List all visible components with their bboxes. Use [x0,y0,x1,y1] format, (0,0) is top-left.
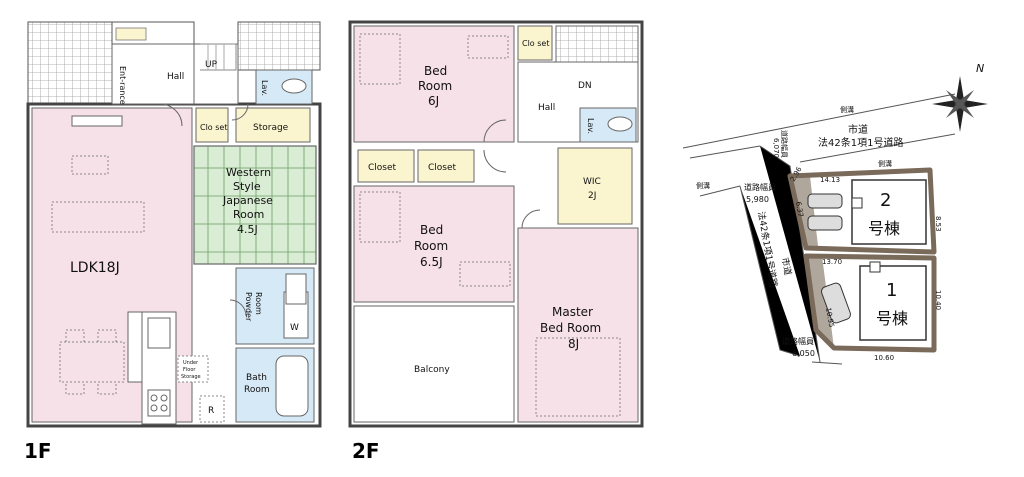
label-western-3: Japanese [222,194,273,207]
label-hall-2f: Hall [538,103,555,113]
label-road-width-bottom: 道路幅員 [782,336,814,346]
label-gutter-top: 側溝 [840,105,854,114]
floor-label-1f: 1F [24,439,52,463]
lot1-name: 号棟 [876,309,908,328]
label-closet-1f: Clo set [200,123,227,132]
label-city-road-top: 市道 [848,123,868,136]
second-floor-plan [348,20,644,428]
label-balcony: Balcony [414,365,450,375]
label-width-5980: 5,980 [746,195,769,204]
label-wic-size: 2J [588,191,596,201]
label-lav-1f: Lav. [260,80,269,96]
label-master-size: 8J [568,337,579,351]
label-gutter-left: 側溝 [696,181,710,190]
label-powder-1: Powder [244,292,253,322]
label-gutter-right: 側溝 [878,159,892,168]
label-road-width-mid: 道路幅員 [744,182,776,192]
lot1-number: 1 [886,280,897,301]
western-japanese-room [193,145,317,265]
dim-1370: 13.70 [822,258,842,266]
label-western-2: Style [233,180,261,193]
label-powder-2: Room [254,292,263,315]
dim-1095: 10.95 [824,307,835,328]
label-bed1-1: Bed [424,64,447,78]
label-ldk: LDK18J [70,260,120,276]
label-underfloor-3: Storage [181,374,201,380]
label-fridge: R [208,406,214,416]
label-road-width-top: 道路幅員 [780,130,789,158]
floor-label-2f: 2F [352,439,380,463]
label-western-1: Western [226,166,271,179]
dim-637: 6.37 [794,201,805,218]
label-master-1: Master [552,305,593,319]
label-dn: DN [578,81,592,91]
label-western-4: Room [233,208,264,221]
label-hall-1f: Hall [167,72,184,82]
label-entrance: Ent-rance [118,66,127,105]
label-wic: WIC [583,177,601,187]
dim-853: 8.53 [934,216,942,232]
first-floor-plan [26,21,322,428]
label-storage: Storage [253,123,289,133]
label-road-class-top: 法42条1項1号道路 [818,136,903,149]
lot2-name: 号棟 [868,219,900,238]
label-up: UP [205,60,218,70]
label-underfloor-2: Floor [183,367,196,373]
lot2-number: 2 [880,190,891,211]
label-closet-a: Closet [368,163,397,173]
label-bed2-2: Room [414,239,448,253]
label-washer: W [290,323,299,333]
label-closet-2f: Clo set [522,39,549,48]
site-plan [682,76,988,365]
dim-1040: 10.40 [934,290,942,310]
label-bed1-2: Room [418,79,452,93]
dim-1413: 14.13 [820,176,840,184]
label-underfloor-1: Under [183,360,199,366]
label-bed2-size: 6.5J [420,255,443,269]
label-bath-1: Bath [246,373,267,383]
label-closet-b: Closet [428,163,457,173]
label-lav-2f: Lav. [586,118,595,134]
label-width-6070: 6,070 [772,138,780,158]
label-western-size: 4.5J [237,223,258,236]
dim-1060: 10.60 [874,354,894,362]
label-bed1-size: 6J [428,94,439,108]
label-master-2: Bed Room [540,321,601,335]
label-width-6050: 6,050 [792,349,815,358]
label-city-road-side: 市道 [779,256,794,276]
compass-north: N [976,62,984,75]
label-bath-2: Room [244,385,270,395]
label-bed2-1: Bed [420,223,443,237]
